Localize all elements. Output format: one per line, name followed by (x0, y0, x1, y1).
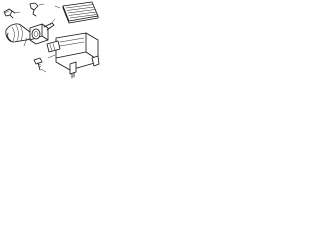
bracket-part (29, 2, 39, 17)
mass-air-flow-sensor (29, 22, 55, 45)
bolt-fastener (33, 57, 43, 71)
air-filter-element (62, 1, 99, 24)
intake-duct-hose (5, 23, 32, 43)
sensor-clip-part (3, 8, 16, 19)
callout-leaders (14, 3, 61, 73)
air-cleaner-parts-diagram (3, 1, 100, 79)
air-cleaner-housing (55, 32, 100, 79)
outlet-tube (46, 40, 61, 53)
